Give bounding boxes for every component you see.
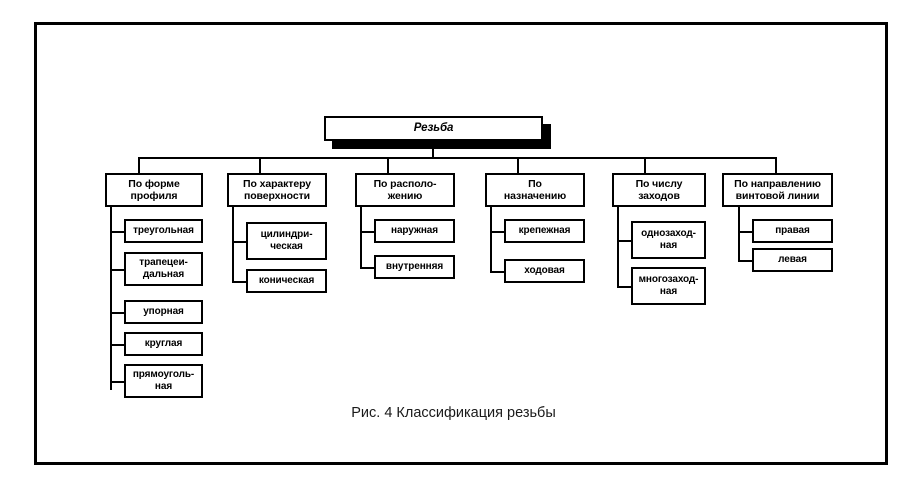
leaf-label-buttress: упорная: [143, 306, 184, 318]
bus-line: [138, 157, 777, 159]
bus-drop-2: [259, 157, 261, 173]
stub-col1-child4: [110, 344, 124, 346]
stub-col3-child2: [360, 267, 374, 269]
spine-col-5: [617, 207, 619, 288]
leaf-label-trapezoidal: трапецеи- дальная: [139, 257, 188, 280]
leaf-label-left-hand: левая: [778, 254, 807, 266]
category-box-location[interactable]: По располо- жению: [355, 173, 455, 207]
leaf-box-external[interactable]: наружная: [374, 219, 455, 243]
leaf-box-cylindrical[interactable]: цилиндри- ческая: [246, 222, 327, 260]
leaf-label-triangular: треугольная: [133, 225, 194, 237]
stub-col5-child2: [617, 286, 631, 288]
spine-col-4: [490, 207, 492, 273]
spine-col-3: [360, 207, 362, 269]
leaf-box-round[interactable]: круглая: [124, 332, 203, 356]
leaf-label-conical: коническая: [258, 275, 315, 287]
leaf-box-internal[interactable]: внутренняя: [374, 255, 455, 279]
leaf-label-rectangular: прямоуголь- ная: [132, 369, 195, 392]
leaf-box-rectangular[interactable]: прямоуголь- ная: [124, 364, 203, 398]
leaf-label-fastening: крепежная: [518, 225, 571, 237]
stub-col1-child3: [110, 312, 124, 314]
leaf-box-buttress[interactable]: упорная: [124, 300, 203, 324]
stub-col4-child2: [490, 271, 504, 273]
root-node-rezba[interactable]: Резьба: [324, 116, 543, 141]
stub-col1-child1: [110, 231, 124, 233]
category-box-profile-shape[interactable]: По форме профиля: [105, 173, 203, 207]
stub-col6-child2: [738, 260, 752, 262]
category-box-helix-direction[interactable]: По направлению винтовой линии: [722, 173, 833, 207]
stub-col4-child1: [490, 231, 504, 233]
leaf-box-left-hand[interactable]: левая: [752, 248, 833, 272]
leaf-box-triangular[interactable]: треугольная: [124, 219, 203, 243]
stub-col2-child2: [232, 281, 246, 283]
leaf-label-external: наружная: [391, 225, 438, 237]
leaf-label-internal: внутренняя: [385, 261, 444, 273]
leaf-label-multi-start: многозаход- ная: [638, 274, 699, 297]
category-label-location: По располо- жению: [373, 177, 437, 202]
root-node-label: Резьба: [413, 121, 454, 134]
root-stem: [432, 141, 434, 159]
bus-drop-6: [775, 157, 777, 173]
leaf-box-right-hand[interactable]: правая: [752, 219, 833, 243]
category-label-profile-shape: По форме профиля: [128, 177, 180, 202]
bus-drop-4: [517, 157, 519, 173]
leaf-label-cylindrical: цилиндри- ческая: [260, 229, 313, 252]
bus-drop-3: [387, 157, 389, 173]
bus-drop-1: [138, 157, 140, 173]
stub-col6-child1: [738, 231, 752, 233]
category-box-purpose[interactable]: По назначению: [485, 173, 585, 207]
stub-col3-child1: [360, 231, 374, 233]
bus-drop-5: [644, 157, 646, 173]
leaf-label-right-hand: правая: [775, 225, 810, 237]
leaf-label-running: ходовая: [524, 265, 565, 277]
leaf-label-single-start: однозаход- ная: [641, 228, 696, 251]
stub-col1-child5: [110, 381, 124, 383]
stub-col1-child2: [110, 269, 124, 271]
category-label-purpose: По назначению: [503, 177, 567, 202]
leaf-box-single-start[interactable]: однозаход- ная: [631, 221, 706, 259]
leaf-label-round: круглая: [144, 338, 183, 350]
figure-caption: Рис. 4 Классификация резьбы: [351, 405, 556, 421]
spine-col-2: [232, 207, 234, 283]
spine-col-6: [738, 207, 740, 262]
leaf-box-running[interactable]: ходовая: [504, 259, 585, 283]
leaf-box-multi-start[interactable]: многозаход- ная: [631, 267, 706, 305]
leaf-box-conical[interactable]: коническая: [246, 269, 327, 293]
category-box-surface-character[interactable]: По характеру поверхности: [227, 173, 327, 207]
category-box-starts-count[interactable]: По числу заходов: [612, 173, 706, 207]
category-label-surface-character: По характеру поверхности: [243, 177, 311, 202]
stub-col5-child1: [617, 240, 631, 242]
category-label-helix-direction: По направлению винтовой линии: [734, 177, 821, 202]
category-label-starts-count: По числу заходов: [635, 177, 683, 202]
leaf-box-trapezoidal[interactable]: трапецеи- дальная: [124, 252, 203, 286]
stub-col2-child1: [232, 241, 246, 243]
spine-col-1: [110, 207, 112, 390]
leaf-box-fastening[interactable]: крепежная: [504, 219, 585, 243]
